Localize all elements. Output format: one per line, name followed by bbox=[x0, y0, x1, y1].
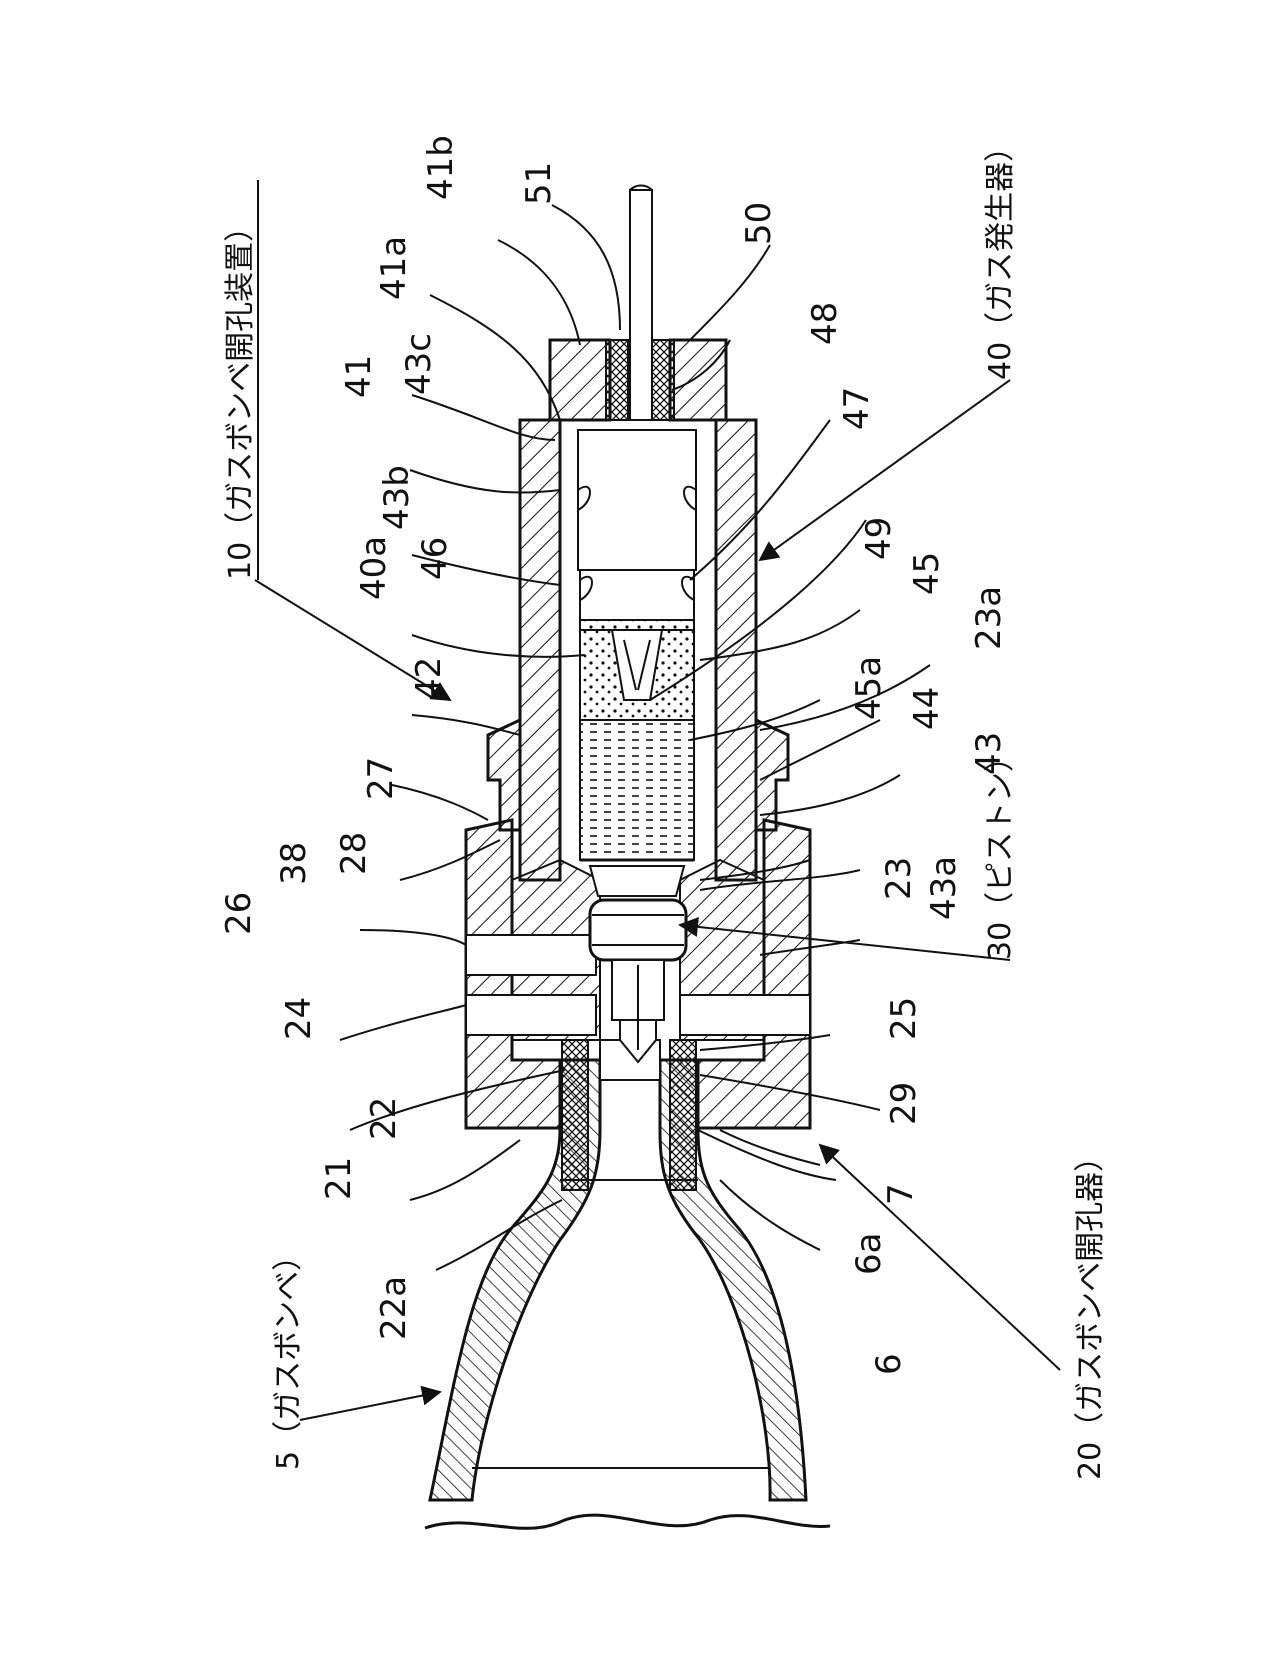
label-44: 44 bbox=[907, 687, 947, 730]
title-generator: 40（ガス発生器） bbox=[983, 132, 1018, 380]
label-42: 42 bbox=[409, 657, 449, 700]
piston bbox=[590, 900, 686, 1062]
label-29: 29 bbox=[884, 1082, 924, 1125]
title-device: 10（ガスボンベ開孔装置） bbox=[223, 212, 258, 580]
label-50: 50 bbox=[739, 202, 779, 245]
label-41b: 41b bbox=[421, 135, 461, 200]
label-43: 43 bbox=[969, 732, 1009, 775]
label-23a: 23a bbox=[969, 586, 1009, 650]
label-6a: 6a bbox=[849, 1233, 889, 1275]
label-22: 22 bbox=[364, 1097, 404, 1140]
label-51: 51 bbox=[519, 162, 559, 205]
label-24: 24 bbox=[279, 997, 319, 1040]
label-25: 25 bbox=[884, 997, 924, 1040]
label-23: 23 bbox=[879, 857, 919, 900]
label-48: 48 bbox=[805, 302, 845, 345]
label-43b: 43b bbox=[377, 465, 417, 530]
label-6: 6 bbox=[869, 1353, 909, 1375]
label-47: 47 bbox=[837, 387, 877, 430]
label-28: 28 bbox=[334, 832, 374, 875]
label-7: 7 bbox=[881, 1183, 921, 1205]
inner-sleeve bbox=[562, 1040, 696, 1190]
label-21: 21 bbox=[319, 1157, 359, 1200]
label-46: 46 bbox=[415, 537, 455, 580]
label-41a: 41a bbox=[374, 236, 414, 300]
label-43a: 43a bbox=[924, 856, 964, 920]
label-43c: 43c bbox=[399, 333, 439, 395]
label-45: 45 bbox=[907, 552, 947, 595]
gas-generator bbox=[520, 186, 756, 897]
label-49: 49 bbox=[859, 517, 899, 560]
label-40a: 40a bbox=[354, 536, 394, 600]
title-opener: 20（ガスボンベ開孔器） bbox=[1073, 1142, 1108, 1480]
title-cylinder: 5（ガスボンベ） bbox=[271, 1241, 306, 1470]
label-38: 38 bbox=[274, 842, 314, 885]
gas-cylinder bbox=[425, 1060, 830, 1528]
label-26: 26 bbox=[219, 892, 259, 935]
label-27: 27 bbox=[361, 757, 401, 800]
label-22a: 22a bbox=[374, 1276, 414, 1340]
label-45a: 45a bbox=[849, 656, 889, 720]
label-41: 41 bbox=[339, 355, 379, 398]
